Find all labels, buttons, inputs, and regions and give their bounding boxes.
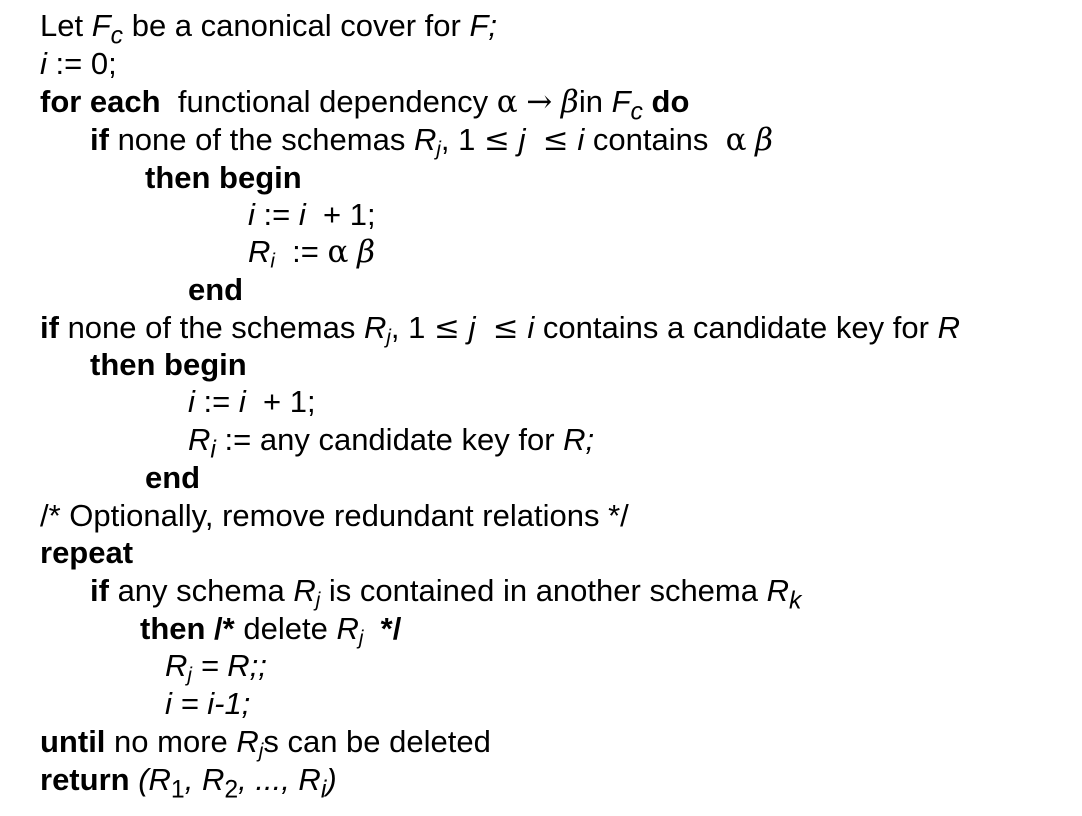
line-2: i := 0; <box>40 46 117 81</box>
line-21: return (R1, R2, ..., Ri) <box>40 762 337 804</box>
line-11: i := i + 1; <box>188 384 316 419</box>
line-6: i := i + 1; <box>248 197 376 232</box>
line-3: for each functional dependency α → βin F… <box>40 84 690 126</box>
line-16: if any schema Rj is contained in another… <box>90 573 802 615</box>
line-10: then begin <box>90 347 247 382</box>
line-9: if none of the schemas Rj, 1 ≤ j ≤ i con… <box>40 310 960 349</box>
line-19: i = i-1; <box>165 686 251 721</box>
line-4: if none of the schemas Rj, 1 ≤ j ≤ i con… <box>90 122 774 161</box>
line-15: repeat <box>40 535 134 570</box>
line-13: end <box>145 460 201 495</box>
line-5: then begin <box>145 160 302 195</box>
line-20: until no more Rjs can be deleted <box>40 724 491 763</box>
line-18: Rj = R;; <box>165 648 267 687</box>
line-7: Ri := α β <box>248 234 375 273</box>
line-12: Ri := any candidate key for R; <box>188 422 595 464</box>
line-1: Let Fc be a canonical cover for F; <box>40 8 498 50</box>
line-8: end <box>188 272 244 307</box>
line-14: /* Optionally, remove redundant relation… <box>40 498 629 533</box>
line-17: then /* delete Rj */ <box>140 611 402 650</box>
